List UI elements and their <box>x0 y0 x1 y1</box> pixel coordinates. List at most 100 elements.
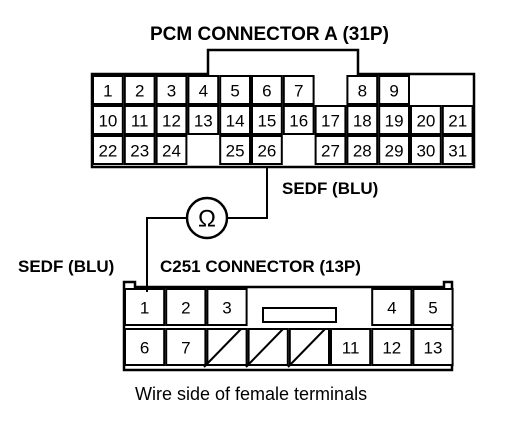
pin-cell: 26 <box>251 135 283 165</box>
pin-number: 2 <box>181 299 190 318</box>
pin-number: 22 <box>98 142 117 161</box>
pin-box <box>155 105 188 135</box>
pin-box <box>410 135 442 165</box>
pin-box <box>165 288 207 326</box>
pin-cell: 3 <box>206 288 248 326</box>
pin-number: 15 <box>257 112 276 131</box>
pin-cell: 14 <box>219 105 251 135</box>
pin-cell: 6 <box>251 75 283 105</box>
pin-cell: 17 <box>314 105 347 135</box>
pin-box <box>346 75 379 105</box>
pin-cell: 4 <box>371 288 413 326</box>
pin-cell: 22 <box>92 135 124 165</box>
pin-number: 12 <box>162 112 181 131</box>
pin-number: 2 <box>135 82 144 101</box>
pin-box <box>314 105 347 135</box>
pin-number: 3 <box>167 82 176 101</box>
pin-box <box>124 328 166 366</box>
pin-box <box>123 75 156 105</box>
empty-cavity-hatch <box>287 328 326 368</box>
pin-cell: 9 <box>378 75 411 105</box>
pin-number: 27 <box>321 142 340 161</box>
pin-box <box>251 135 283 165</box>
pin-cell: 2 <box>165 288 207 326</box>
pin-box <box>187 105 220 135</box>
pin-number: 23 <box>130 142 149 161</box>
pin-cell: 24 <box>155 135 188 165</box>
pin-number: 8 <box>358 82 367 101</box>
pin-cell: 23 <box>123 135 156 165</box>
pin-box <box>410 105 442 135</box>
pin-number: 11 <box>131 112 149 131</box>
pin-box <box>92 135 124 165</box>
pcm-wire-label: SEDF (BLU) <box>282 179 378 198</box>
pin-box <box>441 105 474 135</box>
pin-cell: 10 <box>92 105 124 135</box>
c251-wire-label: SEDF (BLU) <box>18 257 114 276</box>
pin-number: 18 <box>353 112 372 131</box>
pin-cell: 27 <box>314 135 347 165</box>
pin-number: 7 <box>181 339 190 358</box>
c251-lock-tab <box>262 307 337 323</box>
pcm-connector-title: PCM CONNECTOR A (31P) <box>150 24 389 45</box>
pin-number: 25 <box>226 142 245 161</box>
pin-box <box>124 288 166 326</box>
empty-cavity-hatch <box>203 328 242 368</box>
test-lead-wire <box>146 167 268 292</box>
pin-number: 14 <box>226 112 245 131</box>
pin-cell: 29 <box>378 135 411 165</box>
pin-box <box>123 135 156 165</box>
pin-cell: 25 <box>219 135 251 165</box>
pin-box <box>314 135 347 165</box>
pin-cell: 18 <box>346 105 379 135</box>
ohmmeter-icon <box>185 196 229 240</box>
pin-number: 16 <box>289 112 308 131</box>
empty-cavity-hatch <box>245 328 284 368</box>
pin-number: 26 <box>257 142 276 161</box>
pin-cell: 5 <box>412 288 454 326</box>
pin-box <box>219 75 251 105</box>
pin-cell: 20 <box>410 105 442 135</box>
pin-box <box>412 328 454 366</box>
pin-box <box>282 105 315 135</box>
pin-number: 5 <box>428 299 437 318</box>
pin-number: 11 <box>342 339 360 358</box>
pin-number: 3 <box>222 299 231 318</box>
pin-cell: 2 <box>123 75 156 105</box>
pin-cell: 31 <box>441 135 474 165</box>
pin-box <box>371 328 413 366</box>
pin-number: 6 <box>140 339 149 358</box>
pin-number: 4 <box>387 299 396 318</box>
pin-number: 5 <box>230 82 239 101</box>
pin-cell: 21 <box>441 105 474 135</box>
pin-number: 1 <box>103 82 112 101</box>
pin-number: 9 <box>389 82 398 101</box>
pin-cell: 3 <box>155 75 188 105</box>
pin-number: 6 <box>262 82 271 101</box>
pin-box <box>282 75 315 105</box>
pin-box <box>441 135 474 165</box>
pin-box <box>371 288 413 326</box>
pin-box <box>219 135 251 165</box>
pin-number: 28 <box>353 142 372 161</box>
pin-cell: 5 <box>219 75 251 105</box>
pin-cell: 13 <box>412 328 454 366</box>
pin-cell: 16 <box>282 105 315 135</box>
pin-number: 19 <box>385 112 404 131</box>
pin-number: 17 <box>321 112 340 131</box>
pin-number: 13 <box>424 339 443 358</box>
pin-cell: 8 <box>346 75 379 105</box>
pin-number: 20 <box>416 112 435 131</box>
pin-cell: 19 <box>378 105 411 135</box>
pin-number: 31 <box>448 142 467 161</box>
pin-box <box>378 105 411 135</box>
pin-box <box>251 105 283 135</box>
pin-number: 13 <box>194 112 213 131</box>
c251-empty-cavities <box>203 328 326 368</box>
pin-cell: 11 <box>123 105 156 135</box>
pin-box <box>219 105 251 135</box>
pin-cell: 1 <box>124 288 166 326</box>
